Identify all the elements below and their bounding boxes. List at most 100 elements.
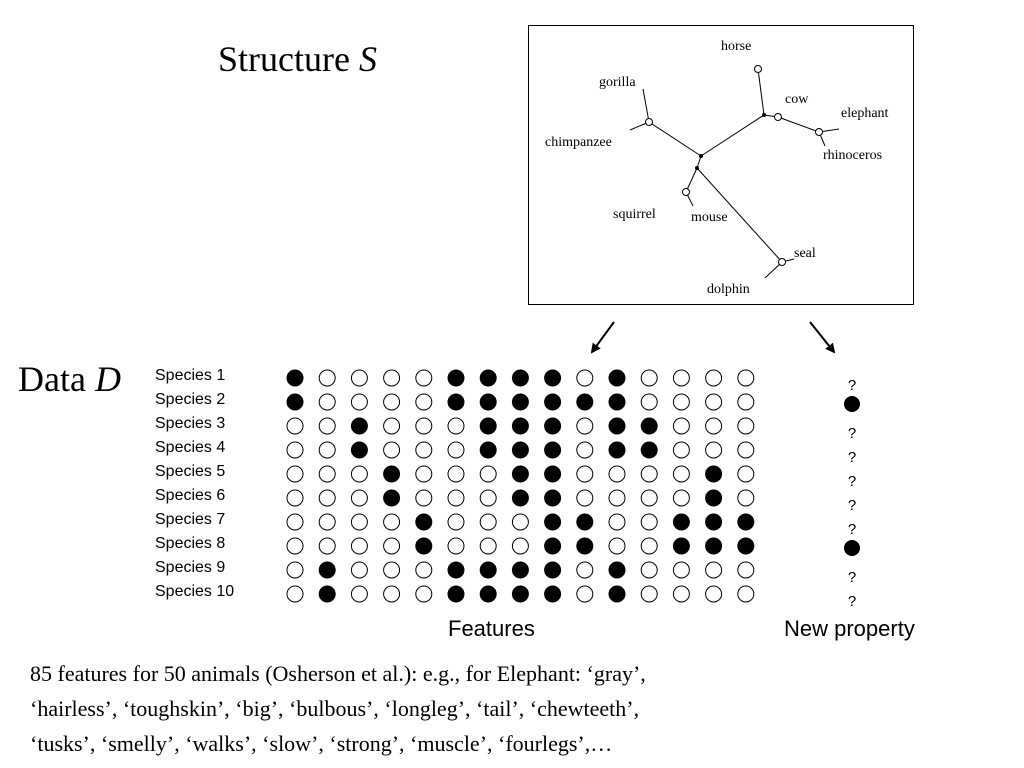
feature-cell-empty	[350, 585, 368, 603]
feature-cell-empty	[672, 465, 690, 483]
feature-cell-empty	[737, 369, 755, 387]
tree-label-mouse: mouse	[691, 210, 728, 225]
structure-title: Structure S	[218, 38, 377, 80]
edge-gorilla	[642, 88, 650, 123]
feature-cell-filled	[608, 585, 626, 603]
feature-cell-empty	[640, 489, 658, 507]
feature-cell-filled	[479, 393, 497, 411]
feature-cell-filled	[318, 585, 336, 603]
feature-cell-empty	[383, 369, 401, 387]
feature-cell-filled	[383, 465, 401, 483]
data-symbol: D	[94, 359, 121, 399]
structure-symbol: S	[358, 39, 377, 79]
feature-cell-empty	[447, 489, 465, 507]
feature-cell-filled	[350, 441, 368, 459]
feature-cell-empty	[383, 561, 401, 579]
features-label: Features	[448, 616, 535, 641]
feature-cell-empty	[415, 417, 433, 435]
feature-cell-filled	[447, 393, 465, 411]
feature-cell-filled	[286, 369, 304, 387]
feature-cell-empty	[415, 465, 433, 483]
feature-cell-filled	[737, 537, 755, 555]
species-label: Species 9	[155, 559, 226, 576]
tree-leaf-nodes	[645, 65, 823, 266]
feature-cell-filled	[350, 417, 368, 435]
feature-cell-empty	[479, 537, 497, 555]
edge-marine	[696, 167, 783, 263]
species-label: Species 2	[155, 391, 226, 408]
data-title: Data D	[18, 358, 121, 400]
leaf-node-chimpanzee	[645, 118, 653, 126]
feature-cell-empty	[705, 441, 723, 459]
feature-cell-empty	[737, 585, 755, 603]
feature-cell-empty	[737, 465, 755, 483]
feature-cell-empty	[672, 585, 690, 603]
feature-cell-empty	[737, 489, 755, 507]
feature-cell-empty	[286, 441, 304, 459]
feature-cell-filled	[544, 441, 562, 459]
feature-cell-empty	[479, 513, 497, 531]
feature-cell-empty	[608, 489, 626, 507]
caption: 85 features for 50 animals (Osherson et …	[30, 656, 990, 761]
feature-cell-empty	[318, 465, 336, 483]
feature-cell-empty	[640, 513, 658, 531]
feature-cell-filled	[544, 369, 562, 387]
feature-cell-empty	[350, 393, 368, 411]
feature-cell-empty	[479, 465, 497, 483]
feature-cell-empty	[286, 489, 304, 507]
feature-cell-empty	[705, 417, 723, 435]
species-label: Species 4	[155, 439, 226, 456]
leaf-node-horse	[754, 65, 762, 73]
feature-cell-filled	[479, 561, 497, 579]
new-property-cell-filled	[844, 540, 860, 556]
tree-label-dolphin: dolphin	[707, 282, 750, 297]
feature-cell-filled	[544, 489, 562, 507]
feature-cell-filled	[511, 465, 529, 483]
internal-node	[695, 166, 699, 170]
feature-cell-filled	[447, 369, 465, 387]
feature-cell-filled	[318, 561, 336, 579]
feature-cell-empty	[350, 561, 368, 579]
feature-cell-empty	[318, 369, 336, 387]
feature-cell-empty	[737, 393, 755, 411]
species-label: Species 6	[155, 487, 226, 504]
feature-cell-filled	[511, 489, 529, 507]
feature-cell-empty	[350, 369, 368, 387]
species-label: Species 8	[155, 535, 226, 552]
feature-cell-filled	[544, 465, 562, 483]
feature-cell-empty	[318, 417, 336, 435]
feature-cell-empty	[318, 513, 336, 531]
feature-cell-empty	[415, 489, 433, 507]
feature-cell-empty	[640, 465, 658, 483]
feature-cell-empty	[350, 513, 368, 531]
feature-cell-filled	[576, 513, 594, 531]
feature-cell-empty	[350, 465, 368, 483]
species-label: Species 7	[155, 511, 226, 528]
tree-label-chimpanzee: chimpanzee	[545, 135, 612, 150]
arrow-to-features	[590, 321, 615, 354]
feature-cell-empty	[705, 393, 723, 411]
new-property-cell-unknown: ?	[848, 377, 856, 394]
species-label: Species 5	[155, 463, 226, 480]
internal-node	[762, 113, 766, 117]
tree-label-squirrel: squirrel	[613, 207, 656, 222]
new-property-cell-unknown: ?	[848, 473, 856, 490]
feature-cell-empty	[318, 489, 336, 507]
feature-cell-empty	[415, 585, 433, 603]
feature-cell-empty	[350, 537, 368, 555]
new-property-cell-unknown: ?	[848, 593, 856, 610]
feature-cell-filled	[608, 369, 626, 387]
edge-squirrel	[685, 167, 698, 193]
feature-cell-empty	[318, 537, 336, 555]
feature-cell-filled	[576, 537, 594, 555]
feature-cell-filled	[511, 417, 529, 435]
feature-cell-filled	[479, 585, 497, 603]
feature-cell-filled	[479, 417, 497, 435]
feature-cell-filled	[479, 369, 497, 387]
new-property-cell-unknown: ?	[848, 569, 856, 586]
feature-cell-empty	[608, 513, 626, 531]
feature-cell-empty	[286, 585, 304, 603]
edge-horse	[757, 68, 765, 116]
feature-cell-empty	[383, 393, 401, 411]
feature-cell-empty	[415, 369, 433, 387]
